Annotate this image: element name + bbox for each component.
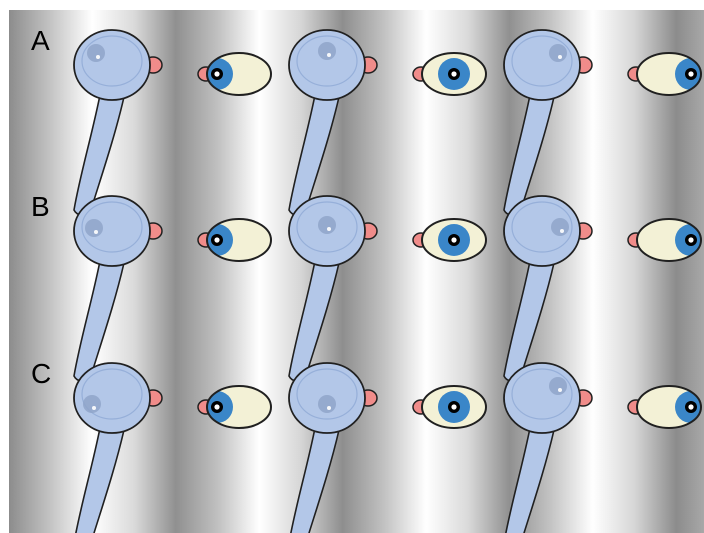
pupil-reflex <box>214 404 219 409</box>
corneal-reflex <box>551 218 569 236</box>
reflex-glint <box>327 53 331 57</box>
corneal-reflex <box>549 44 567 62</box>
reflex-glint <box>327 406 331 410</box>
reflex-glint <box>92 406 96 410</box>
panel-b-1 <box>74 196 271 381</box>
reflex-glint <box>558 388 562 392</box>
reflex-glint <box>96 55 100 59</box>
diagram-canvas: A B C <box>9 10 704 533</box>
pupil-reflex <box>451 237 456 242</box>
eye-position-diagram: A B C <box>9 10 704 533</box>
side-view-eye <box>504 196 580 266</box>
panel-c-2 <box>289 363 486 533</box>
pupil-reflex <box>451 404 456 409</box>
row-c: C <box>31 358 704 533</box>
lens-stalk <box>74 428 124 533</box>
corneal-reflex <box>318 216 336 234</box>
row-label-c: C <box>31 358 51 389</box>
corneal-reflex <box>83 395 101 413</box>
pupil-reflex <box>688 237 693 242</box>
row-a: A <box>31 25 704 215</box>
corneal-reflex <box>318 395 336 413</box>
panel-c-3 <box>504 363 704 533</box>
panel-c-1 <box>74 363 271 533</box>
panel-a-2 <box>289 30 486 215</box>
panel-a-1 <box>74 30 271 215</box>
side-view-eye <box>74 196 150 266</box>
panel-b-2 <box>289 196 486 381</box>
row-b: B <box>31 191 704 381</box>
corneal-reflex <box>549 377 567 395</box>
row-label-a: A <box>31 25 50 56</box>
corneal-reflex <box>318 42 336 60</box>
corneal-reflex <box>85 219 103 237</box>
side-view-eye <box>504 30 580 100</box>
pupil-reflex <box>214 71 219 76</box>
panel-b-3 <box>504 196 704 381</box>
pupil-reflex <box>451 71 456 76</box>
pupil-reflex <box>688 71 693 76</box>
side-view-eye <box>74 30 150 100</box>
reflex-glint <box>94 230 98 234</box>
lens-stalk <box>504 428 554 533</box>
row-label-b: B <box>31 191 50 222</box>
reflex-glint <box>558 55 562 59</box>
lens-stalk <box>289 428 339 533</box>
reflex-glint <box>327 227 331 231</box>
pupil-reflex <box>214 237 219 242</box>
pupil-reflex <box>688 404 693 409</box>
panel-a-3 <box>504 30 704 215</box>
side-view-eye <box>289 30 365 100</box>
reflex-glint <box>560 229 564 233</box>
corneal-reflex <box>87 44 105 62</box>
side-view-eye <box>504 363 580 433</box>
